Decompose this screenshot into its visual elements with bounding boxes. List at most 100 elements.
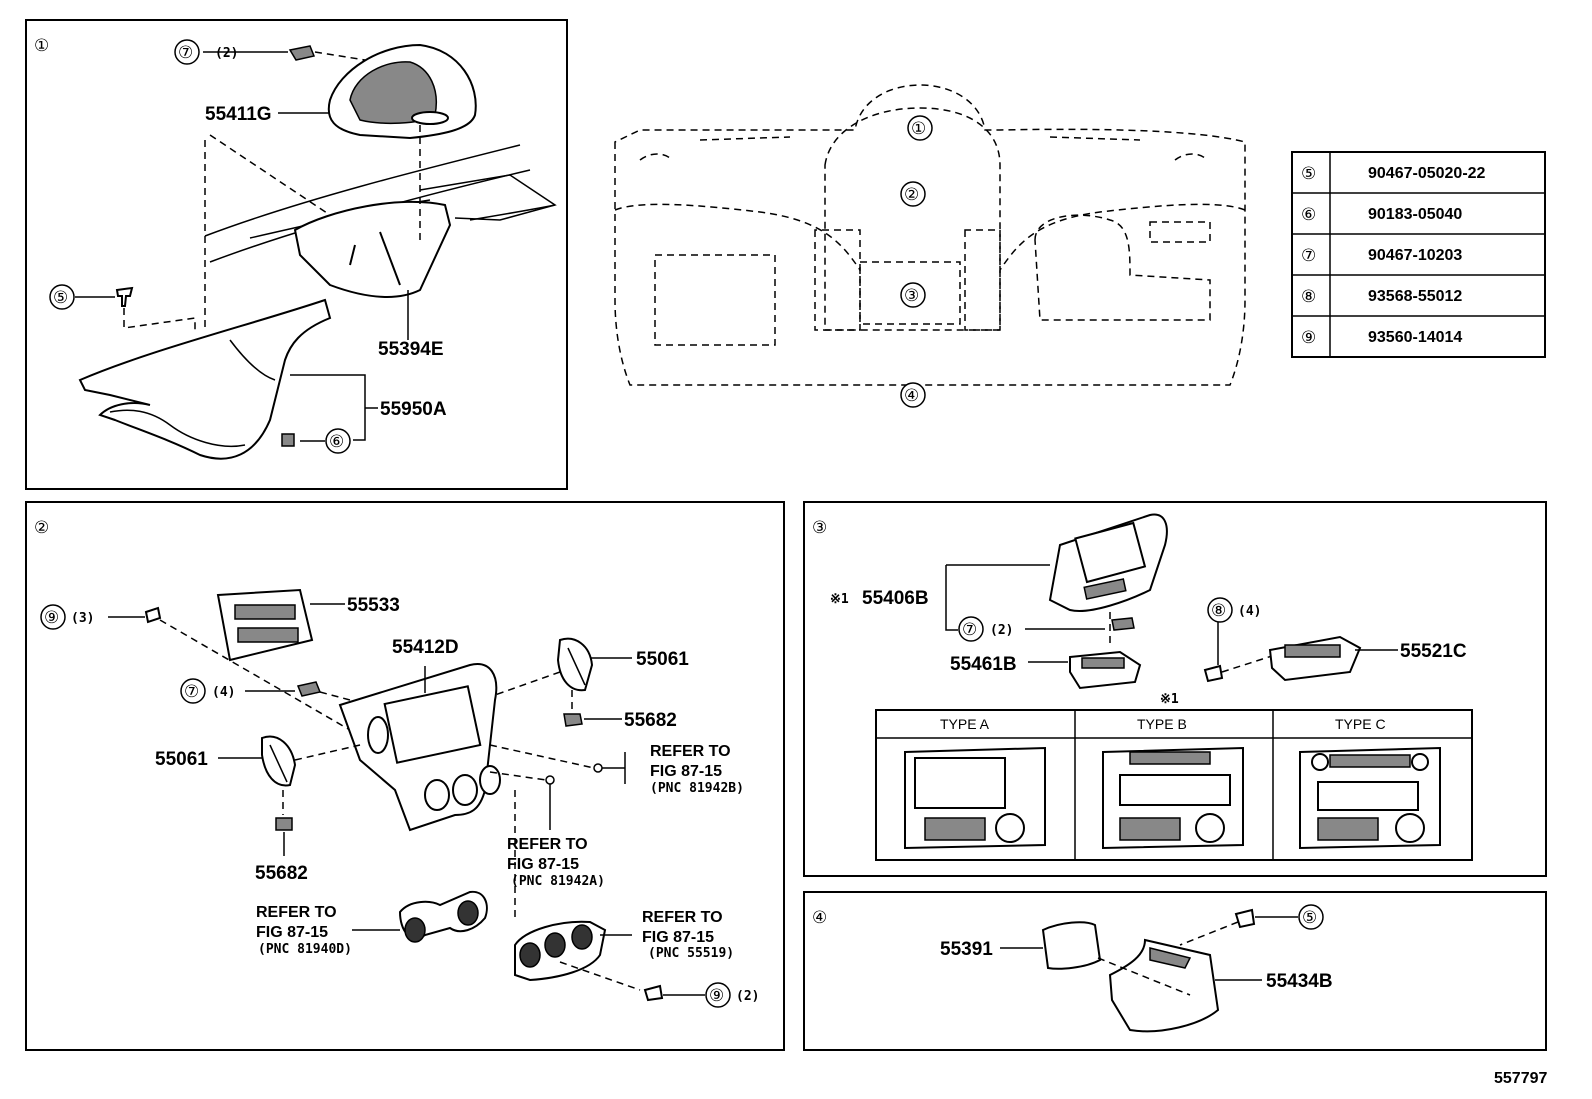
qty-screw-9: (3) [71, 611, 94, 626]
dash-edge [204, 144, 521, 237]
diagram-id: 557797 [1494, 1070, 1547, 1087]
panel-3-frame [803, 501, 1547, 877]
callout-clip-7: ⑦ [178, 43, 193, 62]
ref-55519-line2: FIG 87-15 [642, 929, 714, 946]
dashboard-overview: ① ② ③ ④ [614, 84, 1246, 408]
clip-7 [288, 45, 316, 61]
screw-9 [144, 606, 162, 624]
label-55950A: 55950A [380, 399, 447, 420]
table-part-5: 90467-05020-22 [1368, 165, 1486, 182]
type-c-header: TYPE C [1335, 716, 1386, 732]
part-55950A [78, 298, 332, 460]
part-55434B [1108, 938, 1220, 1033]
overview-callout-2: ② [904, 185, 919, 204]
callout-screw-9b: ⑨ [709, 986, 724, 1005]
screw-5b [1234, 908, 1256, 929]
ref-55519-line1: REFER TO [642, 909, 723, 926]
screw-9b [643, 984, 664, 1002]
type-b-illustration [1102, 746, 1244, 850]
label-55061-right: 55061 [636, 649, 689, 670]
panel-3-number: ③ [812, 518, 827, 537]
part-55061-left [261, 735, 297, 787]
part-55533 [216, 588, 314, 662]
clip-7c [1111, 617, 1135, 631]
part-55521C [1268, 635, 1362, 682]
panel-4-number: ④ [812, 908, 827, 927]
nut-6 [281, 433, 295, 447]
callout-screw-9: ⑨ [44, 608, 59, 627]
ref-81942B-line2: FIG 87-15 [650, 763, 722, 780]
ref-81942A-line1: REFER TO [507, 836, 588, 853]
callout-screw-5b: ⑤ [1302, 908, 1317, 927]
dashboard-outline [614, 84, 1246, 386]
nut-55682-right [563, 713, 583, 727]
type-a-header: TYPE A [940, 716, 990, 732]
ref-81942B-line1: REFER TO [650, 743, 731, 760]
qty-clip-7b: (4) [212, 685, 235, 700]
panel-4: ④ 55391 55434B ⑤ [803, 891, 1547, 1051]
label-55411G: 55411G [205, 104, 272, 125]
ref-81940D-line1: REFER TO [256, 904, 337, 921]
callout-clip-7c: ⑦ [962, 620, 977, 639]
label-55061-left: 55061 [155, 749, 208, 770]
ref-81942A-line2: FIG 87-15 [507, 856, 579, 873]
table-ref-5: ⑤ [1301, 164, 1316, 183]
part-55394E [293, 200, 452, 298]
panel-1-number: ① [34, 36, 49, 55]
table-ref-7: ⑦ [1301, 246, 1316, 265]
panel-2: ② ⑨ (3) 55533 55412D ⑦ (4) 55061 [25, 501, 785, 1051]
label-55434B: 55434B [1266, 971, 1333, 992]
qty-screw-9b: (2) [736, 989, 759, 1004]
qty-clip-7c: (2) [990, 623, 1013, 638]
type-b-header: TYPE B [1137, 716, 1187, 732]
table-ref-6: ⑥ [1301, 205, 1316, 224]
part-55391 [1041, 921, 1102, 970]
table-part-9: 93560-14014 [1368, 329, 1462, 346]
panel-1-frame [25, 19, 568, 490]
label-55406B: 55406B [862, 588, 929, 609]
screw-5 [115, 286, 134, 307]
qty-clip-7: (2) [215, 46, 238, 61]
label-55391: 55391 [940, 939, 993, 960]
callout-clip-7b: ⑦ [184, 682, 199, 701]
label-55533: 55533 [347, 595, 400, 616]
ref-81942A-line3: (PNC 81942A) [511, 874, 605, 889]
table-ref-9: ⑨ [1301, 328, 1316, 347]
panel-4-frame [803, 891, 1547, 1051]
callout-screw-5: ⑤ [53, 288, 68, 307]
table-part-6: 90183-05040 [1368, 206, 1462, 223]
callout-screw-8: ⑧ [1211, 601, 1226, 620]
ref-81940D-line3: (PNC 81940D) [258, 942, 352, 957]
panel-1: ① ⑦ (2) 55411G ⑤ [25, 19, 568, 490]
overview-callout-4: ④ [904, 386, 919, 405]
screw-8 [1203, 664, 1224, 683]
types-table [875, 709, 1473, 861]
qty-screw-8: (4) [1238, 604, 1261, 619]
label-55682-left: 55682 [255, 863, 308, 884]
panel-2-frame [25, 501, 785, 1051]
label-55461B: 55461B [950, 654, 1017, 675]
panel-2-number: ② [34, 518, 49, 537]
callout-nut-6: ⑥ [329, 432, 344, 451]
label-55412D: 55412D [392, 637, 459, 658]
part-number-table: ⑤ 90467-05020-22 ⑥ 90183-05040 ⑦ 90467-1… [1291, 151, 1546, 358]
types-note-mark: ※1 [1160, 692, 1179, 707]
clip-7b [296, 681, 322, 697]
ref-55519-line3: (PNC 55519) [648, 946, 734, 961]
nut-55682-left [275, 817, 293, 831]
type-c-illustration [1299, 746, 1441, 850]
label-55394E: 55394E [378, 339, 444, 360]
table-ref-8: ⑧ [1301, 287, 1316, 306]
label-55521C: 55521C [1400, 641, 1467, 662]
table-part-8: 93568-55012 [1368, 288, 1462, 305]
table-part-7: 90467-10203 [1368, 247, 1462, 264]
ref-81940D-line2: FIG 87-15 [256, 924, 328, 941]
note-mark-55406B: ※1 [830, 592, 849, 607]
panel-3: ③ ※1 55406B ⑦ (2) 55461B ⑧ (4) 55521C [803, 501, 1547, 877]
ref-81942B-line3: (PNC 81942B) [650, 781, 744, 796]
overview-callout-3: ③ [904, 286, 919, 305]
overview-callout-1: ① [911, 119, 926, 138]
label-55682-right: 55682 [624, 710, 677, 731]
type-a-illustration [904, 746, 1046, 850]
